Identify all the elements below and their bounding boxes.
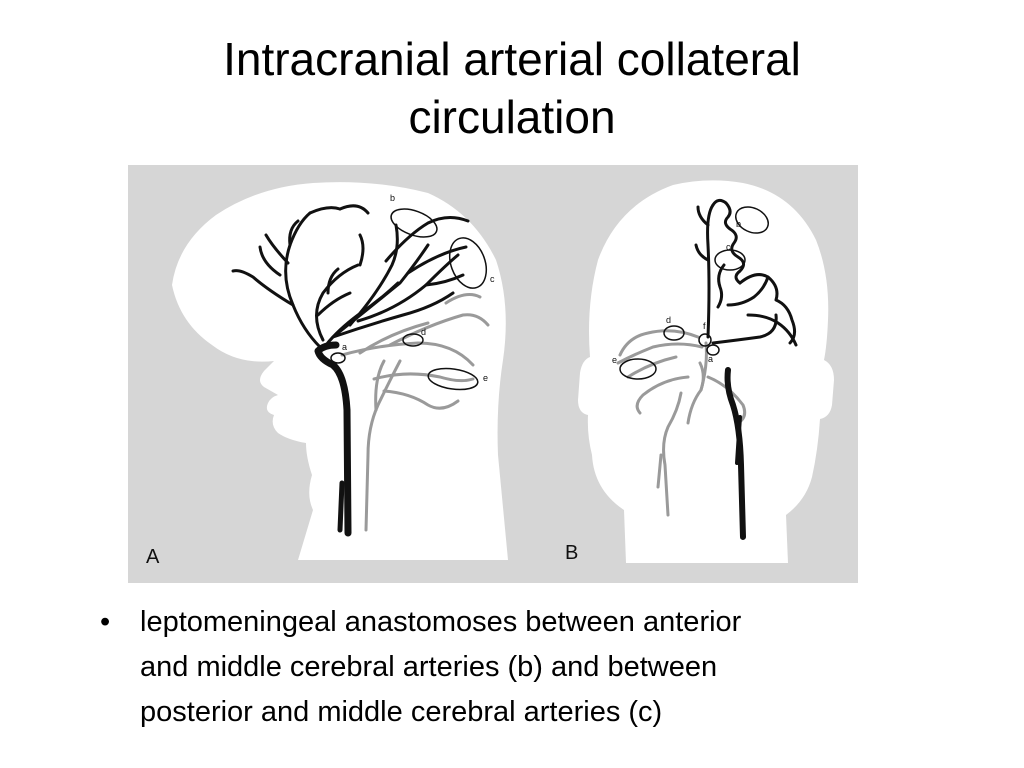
marker-label-e-frontal: e — [612, 355, 617, 365]
carotid-bifurcation — [337, 480, 345, 533]
bullet-line-3: posterior and middle cerebral arteries (… — [140, 696, 663, 728]
slide-title: Intracranial arterial collateral circula… — [0, 30, 1024, 146]
marker-ellipse-b-frontal — [735, 206, 769, 234]
bullet-list: • leptomeningeal anastomoses between ant… — [96, 600, 936, 735]
marker-ellipse-f-frontal — [698, 333, 712, 347]
aca-branch-4 — [308, 206, 342, 215]
mca-branch-6 — [316, 291, 352, 317]
panel-b: a b c d e f B — [565, 180, 834, 564]
left-carotid-branch — [656, 453, 663, 489]
right-mca-branch-4 — [716, 263, 726, 309]
aca-branch-2 — [264, 233, 290, 265]
marker-ellipse-b — [390, 208, 438, 238]
left-cerebellar-3 — [706, 375, 747, 425]
marker-label-c-frontal: c — [726, 242, 731, 252]
right-carotid-branch — [735, 415, 742, 465]
marker-ellipse-d-frontal — [663, 325, 685, 341]
slide-title-line-1: Intracranial arterial collateral — [223, 33, 801, 85]
panel-a-label: A — [146, 546, 160, 568]
marker-label-c: c — [490, 274, 495, 284]
mca-branch-1 — [331, 291, 455, 339]
marker-ellipse-d — [402, 333, 424, 347]
marker-label-d: d — [421, 327, 426, 337]
bullet-dot-icon: • — [100, 606, 111, 638]
marker-label-b-frontal: b — [736, 219, 741, 229]
panel-b-label: B — [565, 542, 578, 564]
right-aca — [706, 203, 715, 339]
anterior-cerebral-artery — [284, 211, 322, 349]
mca-branch-5 — [315, 263, 360, 342]
mca-branch-7 — [384, 216, 470, 263]
basilar-frontal — [699, 341, 708, 392]
anatomy-figure: a b c d e A — [128, 165, 858, 583]
marker-ellipse-e-frontal — [619, 358, 657, 380]
cerebellar-branch-2 — [382, 389, 460, 410]
right-frontal-branch — [696, 205, 710, 227]
right-frontal-branch-2 — [694, 243, 710, 262]
marker-label-a-frontal: a — [708, 354, 713, 364]
bullet-line-2: and middle cerebral arteries (b) and bet… — [140, 651, 718, 683]
marker-label-d-frontal: d — [666, 315, 671, 325]
left-cerebellar-2 — [626, 355, 678, 379]
right-aca-sinuous — [711, 198, 745, 285]
left-cerebellar-1 — [635, 375, 690, 415]
right-mca-branch-3 — [726, 275, 770, 307]
mca-branch-8 — [406, 245, 468, 275]
mca-branch-9 — [424, 273, 465, 287]
right-mca-branch-1 — [738, 273, 797, 345]
aca-branch-1 — [231, 269, 295, 307]
aca-branch-5 — [258, 245, 282, 277]
marker-label-b: b — [390, 193, 395, 203]
marker-ellipse-c — [448, 237, 488, 289]
basilar-artery — [374, 359, 386, 412]
slide-title-line-2: circulation — [408, 91, 616, 143]
right-internal-carotid — [724, 367, 746, 540]
mca-branch-12 — [338, 204, 370, 215]
marker-label-e: e — [483, 373, 488, 383]
right-mca-branch-2 — [746, 313, 798, 347]
left-internal-carotid — [662, 391, 683, 517]
aca-branch-3 — [288, 219, 300, 247]
right-mca — [711, 313, 778, 345]
marker-ellipse-a — [330, 352, 346, 364]
marker-label-f-frontal: f — [703, 321, 706, 331]
marker-label-a: a — [342, 342, 347, 352]
internal-carotid-artery — [314, 341, 352, 537]
marker-ellipse-a-frontal — [706, 344, 720, 356]
cerebellar-branch-1 — [372, 372, 475, 383]
posterior-branch-3 — [444, 293, 482, 305]
posterior-branch-2 — [358, 321, 430, 355]
panel-a: a b c d e A — [146, 182, 508, 568]
marker-ellipse-e — [427, 367, 479, 391]
bullet-line-1: leptomeningeal anastomoses between anter… — [140, 606, 742, 638]
bullet-item: • leptomeningeal anastomoses between ant… — [96, 600, 936, 735]
mca-branch-10 — [358, 233, 365, 267]
vertebral-artery — [364, 359, 402, 532]
marker-ellipse-c-frontal — [714, 249, 746, 271]
mca-branch-11 — [326, 267, 340, 295]
mca-branch-3 — [348, 223, 399, 327]
left-pca — [616, 342, 704, 365]
